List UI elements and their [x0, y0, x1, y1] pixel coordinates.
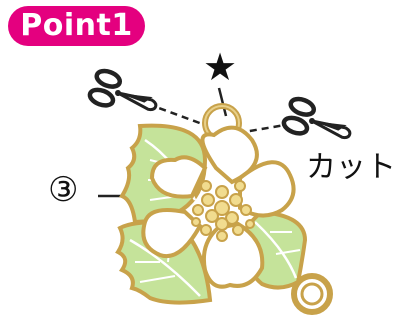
scissors-icon	[88, 68, 162, 123]
star-pointer-line	[219, 88, 226, 116]
scissors-icon	[282, 96, 356, 151]
